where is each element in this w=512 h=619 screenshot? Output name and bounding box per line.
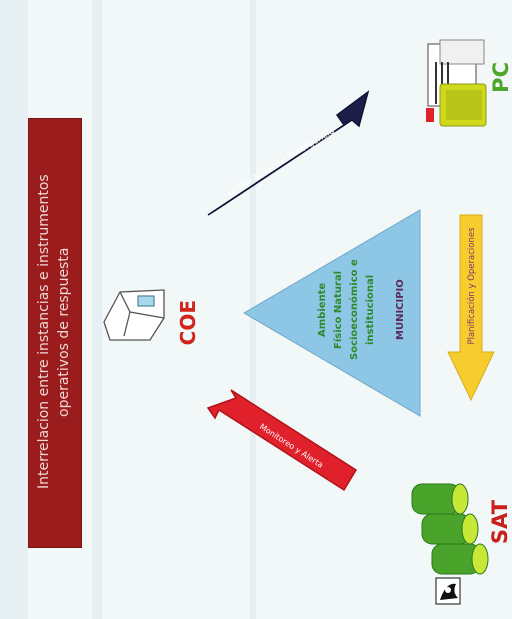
pc-label: PC	[489, 62, 512, 93]
planificacion-label: Planificación y Operaciones	[466, 227, 477, 345]
triangle-line-2: Físico Natural	[333, 270, 344, 350]
background-stripe	[92, 0, 102, 619]
municipio-triangle	[243, 209, 421, 417]
monitoreo-arrow: Monitoreo y Alerta	[206, 389, 358, 492]
sat-label: SAT	[488, 500, 512, 545]
title-bar	[28, 118, 82, 548]
institution-logo	[435, 577, 461, 605]
coe-label: COE	[176, 300, 200, 346]
declaracion-label: Declaracion de Emergencia	[225, 126, 336, 198]
municipio-label: MUNICIPIO	[395, 279, 406, 341]
triangle-line-4: institucional	[365, 274, 376, 346]
background-stripe	[0, 0, 28, 619]
triangle-line-3: Socioeconómico e	[349, 259, 360, 361]
planificacion-arrow: Planificación y Operaciones	[447, 214, 495, 402]
pc-icon	[426, 39, 487, 127]
declaracion-arrow: Declaracion de Emergencia	[207, 90, 370, 216]
sat-cylinders-icon	[411, 483, 489, 575]
triangle-text: Ambiente Físico Natural Socioeconómico e…	[300, 240, 424, 380]
triangle-line-1: Ambiente	[317, 282, 328, 338]
coe-box-icon	[103, 289, 165, 341]
